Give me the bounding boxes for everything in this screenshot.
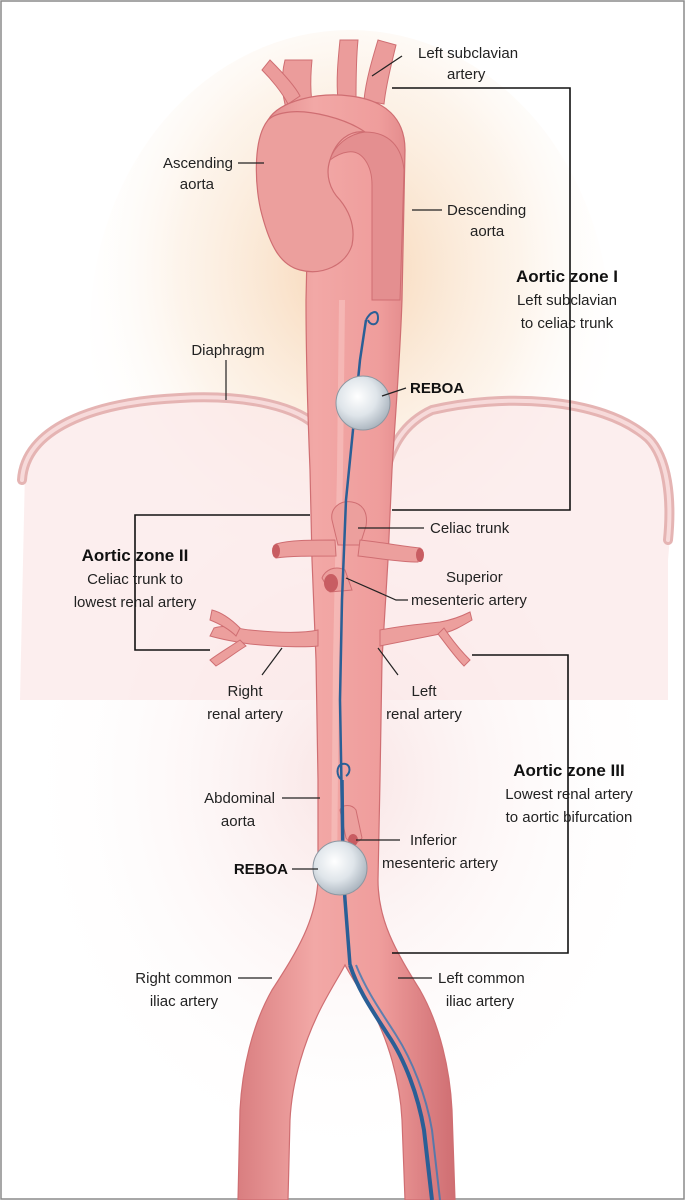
zone1-title: Aortic zone I: [516, 267, 618, 286]
leader-right-renal: [261, 647, 283, 676]
zone2-desc-line2: lowest renal artery: [74, 594, 197, 611]
label-superior-mesenteric-line2: mesenteric artery: [411, 592, 527, 609]
label-left-subclavian-line2: artery: [447, 66, 486, 83]
celiac-right-branch-end: [416, 548, 424, 562]
label-left-common-iliac-line2: iliac artery: [446, 993, 515, 1010]
diaphragm-right-highlight: [384, 398, 672, 542]
label-diaphragm: Diaphragm: [191, 342, 264, 359]
label-ascending-line2: aorta: [180, 176, 215, 193]
left-renal-artery: [379, 611, 473, 647]
label-left-common-iliac-line1: Left common: [438, 970, 525, 987]
label-descending-line2: aorta: [470, 223, 505, 240]
reboa-balloon-upper: [335, 375, 391, 431]
label-superior-mesenteric-line1: Superior: [446, 569, 503, 586]
catheter-lower-shaft-highlight: [355, 964, 441, 1200]
label-abdominal-line2: aorta: [221, 813, 256, 830]
label-left-renal-line1: Left: [411, 683, 437, 700]
right-renal-artery-lower-branch: [209, 639, 247, 667]
leader-left-renal: [377, 647, 399, 676]
right-renal-artery-upper-branch: [209, 609, 241, 637]
aorta-highlight: [331, 299, 345, 881]
label-right-common-iliac-line1: Right common: [135, 970, 232, 987]
celiac-right-branch: [357, 539, 421, 563]
zone3-title: Aortic zone III: [513, 761, 624, 780]
label-abdominal-line1: Abdominal: [204, 790, 275, 807]
label-inferior-mesenteric-line1: Inferior: [410, 832, 457, 849]
label-right-renal-line1: Right: [227, 683, 263, 700]
zone3-desc-line2: to aortic bifurcation: [506, 809, 633, 826]
label-left-subclavian-line1: Left subclavian: [418, 45, 518, 62]
zone3-bracket: [392, 654, 569, 954]
label-descending-line1: Descending: [447, 202, 526, 219]
left-common-carotid: [336, 39, 359, 101]
zone2-bracket: [134, 514, 310, 651]
aortic-arch-curve: [329, 131, 405, 301]
leader-reboa-upper: [381, 387, 407, 397]
leader-superior-mesenteric: [345, 577, 408, 601]
zone2-desc-line1: Celiac trunk to: [87, 571, 183, 588]
right-carotid-branch: [261, 59, 301, 105]
celiac-left-branch-end: [272, 544, 280, 558]
zone2-title: Aortic zone II: [82, 546, 189, 565]
aorta: [209, 39, 473, 1200]
label-left-renal-line2: renal artery: [386, 706, 462, 723]
zone1-desc-line1: Left subclavian: [517, 292, 617, 309]
label-reboa-lower: REBOA: [234, 861, 288, 878]
celiac-trunk: [331, 501, 367, 546]
catheter-lower-shaft: [348, 964, 434, 1200]
zone3-desc-line1: Lowest renal artery: [505, 786, 633, 803]
reboa-balloon-lower: [312, 840, 368, 896]
label-celiac-trunk: Celiac trunk: [430, 520, 510, 537]
label-right-common-iliac-line2: iliac artery: [150, 993, 219, 1010]
label-inferior-mesenteric-line2: mesenteric artery: [382, 855, 498, 872]
label-ascending-line1: Ascending: [163, 155, 233, 172]
ascending-aorta-root: [255, 111, 366, 273]
celiac-left-branch: [275, 539, 337, 559]
label-reboa-upper: REBOA: [410, 380, 464, 397]
zone1-bracket: [392, 87, 571, 511]
left-renal-artery-lower-branch: [437, 627, 471, 667]
catheter-upper-pigtail: [365, 311, 380, 326]
aorta-body: [237, 94, 456, 1200]
left-subclavian-artery: [363, 39, 397, 105]
leader-left-subclavian: [371, 55, 403, 77]
zone1-desc-line2: to celiac trunk: [521, 315, 614, 332]
label-right-renal-line2: renal artery: [207, 706, 283, 723]
superior-mesenteric-opening: [324, 574, 338, 592]
